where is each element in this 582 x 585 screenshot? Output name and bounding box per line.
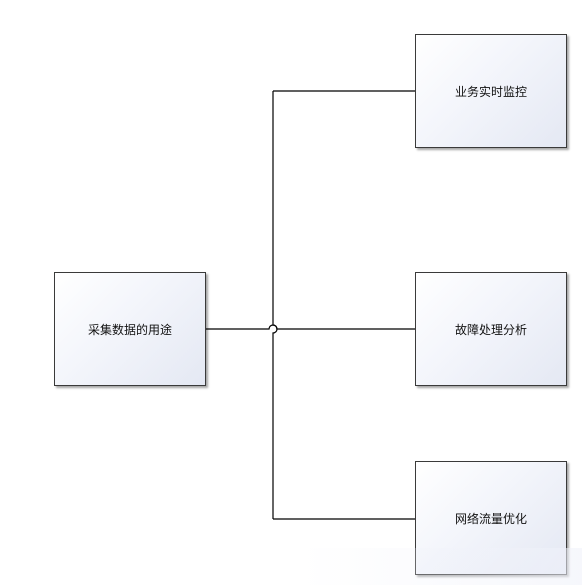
- child-node-fault-analysis: 故障处理分析: [415, 272, 567, 386]
- child-node-traffic-optimization: 网络流量优化: [415, 461, 567, 575]
- child-node-label: 网络流量优化: [454, 511, 527, 526]
- root-node-label: 采集数据的用途: [87, 322, 172, 337]
- trunk-line: [272, 91, 278, 519]
- connector-root-to-b: [206, 324, 415, 330]
- root-node: 采集数据的用途: [54, 272, 206, 386]
- child-node-label: 故障处理分析: [454, 322, 527, 337]
- child-node-label: 业务实时监控: [454, 84, 527, 99]
- child-node-monitoring: 业务实时监控: [415, 34, 567, 148]
